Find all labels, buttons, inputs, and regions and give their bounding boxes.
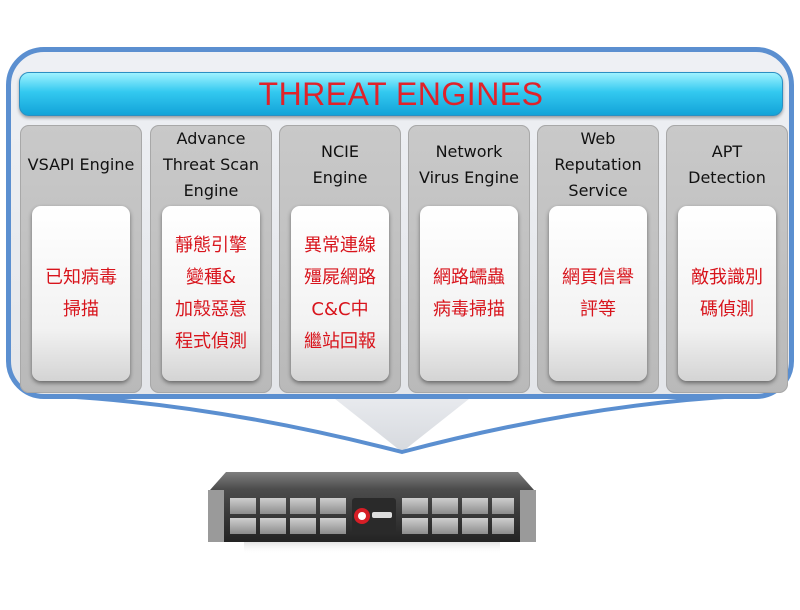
engine-title: Advance Threat Scan Engine: [162, 129, 260, 200]
engine-card-vsapi: VSAPI Engine 已知病毒 掃描: [20, 125, 142, 393]
engine-card-web-reputation: Web Reputation Service 網頁信譽 評等: [537, 125, 659, 393]
engine-description: 網路蠕蟲 病毒掃描: [420, 206, 518, 381]
funnel-arrow: [59, 394, 741, 455]
engine-description: 已知病毒 掃描: [32, 206, 130, 381]
engine-card-apt-detection: APT Detection 敵我識別 碼偵測: [666, 125, 788, 393]
engine-title: VSAPI Engine: [27, 155, 135, 174]
engine-title: APT Detection: [688, 142, 766, 187]
rack-server-icon: [208, 472, 536, 554]
engine-description: 靜態引擎 變種& 加殼惡意 程式偵測: [162, 206, 260, 381]
engine-title: Network Virus Engine: [418, 142, 519, 187]
threat-engines-banner: THREAT ENGINES: [19, 72, 783, 116]
engine-card-network-virus: Network Virus Engine 網路蠕蟲 病毒掃描: [408, 125, 530, 393]
engine-description: 敵我識別 碼偵測: [678, 206, 776, 381]
engine-description: 異常連線 殭屍網路 C&C中 繼站回報: [291, 206, 389, 381]
engine-title: NCIE Engine: [312, 142, 368, 187]
engine-description: 網頁信譽 評等: [549, 206, 647, 381]
engine-card-ncie: NCIE Engine 異常連線 殭屍網路 C&C中 繼站回報: [279, 125, 401, 393]
engine-title: Web Reputation Service: [554, 129, 642, 200]
engine-card-advance-threat-scan: Advance Threat Scan Engine 靜態引擎 變種& 加殼惡意…: [150, 125, 272, 393]
